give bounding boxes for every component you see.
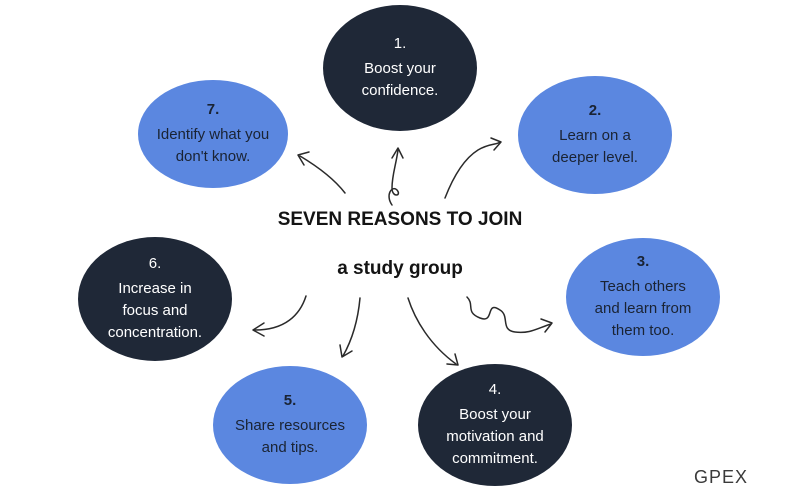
center-title-line-2: a study group bbox=[337, 258, 463, 279]
arrowhead-to-reason-2 bbox=[490, 137, 502, 151]
arrowhead-to-reason-1 bbox=[391, 147, 404, 159]
reason-number: 5. bbox=[283, 391, 297, 409]
arrow-to-reason-3 bbox=[466, 296, 552, 334]
arrow-to-reason-1 bbox=[388, 149, 400, 206]
arrowhead-to-reason-5 bbox=[339, 344, 353, 358]
arrowhead-to-reason-4 bbox=[446, 353, 459, 366]
reason-text: Share resources and tips. bbox=[234, 416, 346, 456]
reason-number: 1. bbox=[393, 34, 407, 52]
arrow-to-reason-7 bbox=[299, 155, 346, 194]
arrowhead-to-reason-6 bbox=[252, 322, 265, 337]
reason-text: Increase in focus and concentration. bbox=[107, 279, 203, 341]
arrow-to-reason-4 bbox=[407, 297, 457, 365]
reason-number: 2. bbox=[588, 101, 602, 119]
reason-text: Learn on a deeper level. bbox=[552, 126, 638, 166]
arrow-to-reason-6 bbox=[254, 295, 307, 331]
arrow-to-reason-5 bbox=[342, 297, 361, 357]
reason-number: 4. bbox=[488, 380, 502, 398]
reason-bubble-1: 1. Boost your confidence. bbox=[323, 5, 477, 131]
reason-number: 3. bbox=[636, 252, 650, 270]
reason-text: Boost your motivation and commitment. bbox=[446, 405, 544, 467]
reason-bubble-5: 5. Share resources and tips. bbox=[213, 366, 367, 484]
reason-text: Identify what you don't know. bbox=[156, 125, 270, 165]
reason-bubble-4: 4. Boost your motivation and commitment. bbox=[418, 364, 572, 486]
gpex-logo: GPEX bbox=[694, 467, 749, 487]
reason-text: Boost your confidence. bbox=[361, 59, 439, 99]
reason-bubble-7: 7. Identify what you don't know. bbox=[138, 80, 288, 188]
arrow-to-reason-2 bbox=[444, 141, 501, 199]
reason-bubble-6: 6. Increase in focus and concentration. bbox=[78, 237, 232, 361]
reason-bubble-2: 2. Learn on a deeper level. bbox=[518, 76, 672, 194]
center-title-line-1: SEVEN REASONS TO JOIN bbox=[277, 209, 523, 230]
reason-number: 7. bbox=[206, 100, 220, 118]
reason-number: 6. bbox=[148, 254, 162, 272]
reason-text: Teach others and learn from them too. bbox=[594, 277, 692, 339]
arrowhead-to-reason-7 bbox=[297, 151, 310, 166]
arrowhead-to-reason-3 bbox=[540, 318, 553, 333]
reason-bubble-3: 3. Teach others and learn from them too. bbox=[566, 238, 720, 356]
